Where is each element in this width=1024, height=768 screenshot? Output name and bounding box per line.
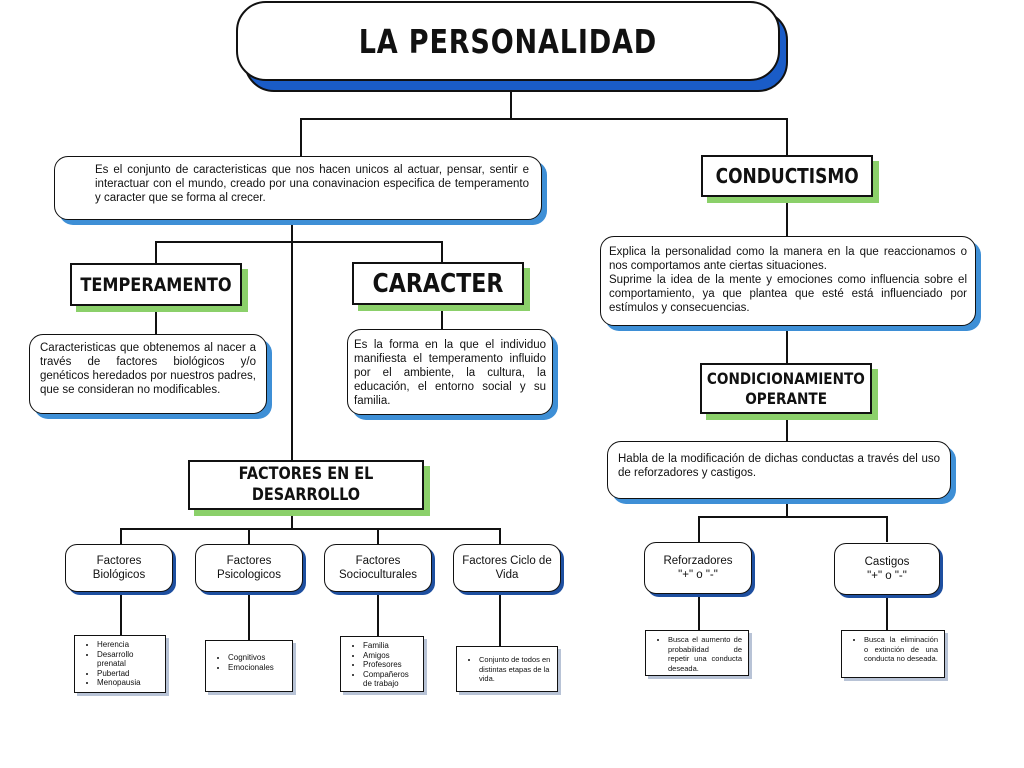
list-item: Profesores: [363, 660, 417, 670]
factor-biologicos-list: Herencia Desarrollo prenatal Pubertad Me…: [74, 635, 166, 693]
factor-psicologicos-box: Factores Psicologicos: [195, 544, 303, 592]
factores-heading-box: FACTORES EN EL DESARROLLO: [188, 460, 424, 510]
factor-socioculturales-box: Factores Socioculturales: [324, 544, 432, 592]
factor-socioculturales-label: Factores Socioculturales: [339, 555, 417, 581]
conductismo-heading-box: CONDUCTISMO: [701, 155, 873, 197]
list-item: Conjunto de todos en distintas etapas de…: [479, 655, 551, 684]
castigos-label: Castigos: [864, 556, 910, 568]
factor-psicologicos-label: Factores Psicologicos: [217, 555, 281, 581]
list-item: Busca la eliminación o extinción de una …: [864, 635, 938, 664]
factores-heading: FACTORES EN EL DESARROLLO: [238, 464, 374, 505]
condicionamiento-heading-box: CONDICIONAMIENTO OPERANTE: [700, 363, 872, 414]
castigos-detail-list: Busca la eliminación o extinción de una …: [841, 630, 945, 678]
list-item: Familia: [363, 641, 417, 651]
list-item: Desarrollo prenatal: [97, 650, 159, 669]
factor-biologicos-label: Factores Biológicos: [92, 555, 146, 581]
castigos-sign: "+" o "-": [867, 570, 907, 582]
conductismo-description-1: Explica la personalidad como la manera e…: [609, 246, 967, 272]
condicionamiento-description-box: Habla de la modificación de dichas condu…: [607, 441, 951, 499]
condicionamiento-heading-line-1: CONDICIONAMIENTO: [707, 368, 865, 388]
condicionamiento-heading-line-2: OPERANTE: [745, 388, 827, 408]
temperamento-heading-box: TEMPERAMENTO: [70, 263, 242, 306]
page-title: LA PERSONALIDAD: [358, 21, 658, 61]
definition-text: Es el conjunto de caracteristicas que no…: [95, 164, 529, 204]
list-item: Menopausia: [97, 678, 159, 688]
caracter-heading-box: CARACTER: [352, 262, 524, 305]
reforzadores-sign: "+" o "-": [678, 569, 718, 581]
conductismo-description-box: Explica la personalidad como la manera e…: [600, 236, 976, 326]
factor-psicologicos-list: Cognitivos Emocionales: [205, 640, 293, 692]
castigos-box: Castigos "+" o "-": [834, 543, 940, 595]
conductismo-description-2: Suprime la idea de la mente y emociones …: [609, 274, 967, 314]
list-item: Busca el aumento de probabilidad de repe…: [668, 635, 742, 673]
definition-box: Es el conjunto de caracteristicas que no…: [54, 156, 542, 220]
conductismo-heading: CONDUCTISMO: [715, 164, 859, 188]
list-item: Emocionales: [228, 663, 286, 673]
caracter-description-box: Es la forma en la que el individuo manif…: [347, 329, 553, 415]
list-item: Cognitivos: [228, 653, 286, 663]
caracter-heading: CARACTER: [372, 268, 504, 299]
factor-ciclo-de-vida-box: Factores Ciclo de Vida: [453, 544, 561, 592]
list-item: Herencia: [97, 640, 159, 650]
factor-ciclo-de-vida-label: Factores Ciclo de Vida: [462, 555, 552, 581]
reforzadores-detail-list: Busca el aumento de probabilidad de repe…: [645, 630, 749, 676]
caracter-description: Es la forma en la que el individuo manif…: [354, 339, 546, 407]
factor-biologicos-box: Factores Biológicos: [65, 544, 173, 592]
title-box: LA PERSONALIDAD: [236, 1, 780, 81]
list-item: Compañeros de trabajo: [363, 670, 417, 689]
temperamento-description: Caracteristicas que obtenemos al nacer a…: [40, 342, 256, 396]
factor-ciclo-de-vida-list: Conjunto de todos en distintas etapas de…: [456, 646, 558, 692]
list-item: Pubertad: [97, 669, 159, 679]
reforzadores-label: Reforzadores: [663, 555, 733, 567]
condicionamiento-description: Habla de la modificación de dichas condu…: [618, 453, 940, 479]
temperamento-description-box: Caracteristicas que obtenemos al nacer a…: [29, 334, 267, 414]
list-item: Amigos: [363, 651, 417, 661]
reforzadores-box: Reforzadores "+" o "-": [644, 542, 752, 594]
factor-socioculturales-list: Familia Amigos Profesores Compañeros de …: [340, 636, 424, 692]
temperamento-heading: TEMPERAMENTO: [80, 273, 232, 296]
